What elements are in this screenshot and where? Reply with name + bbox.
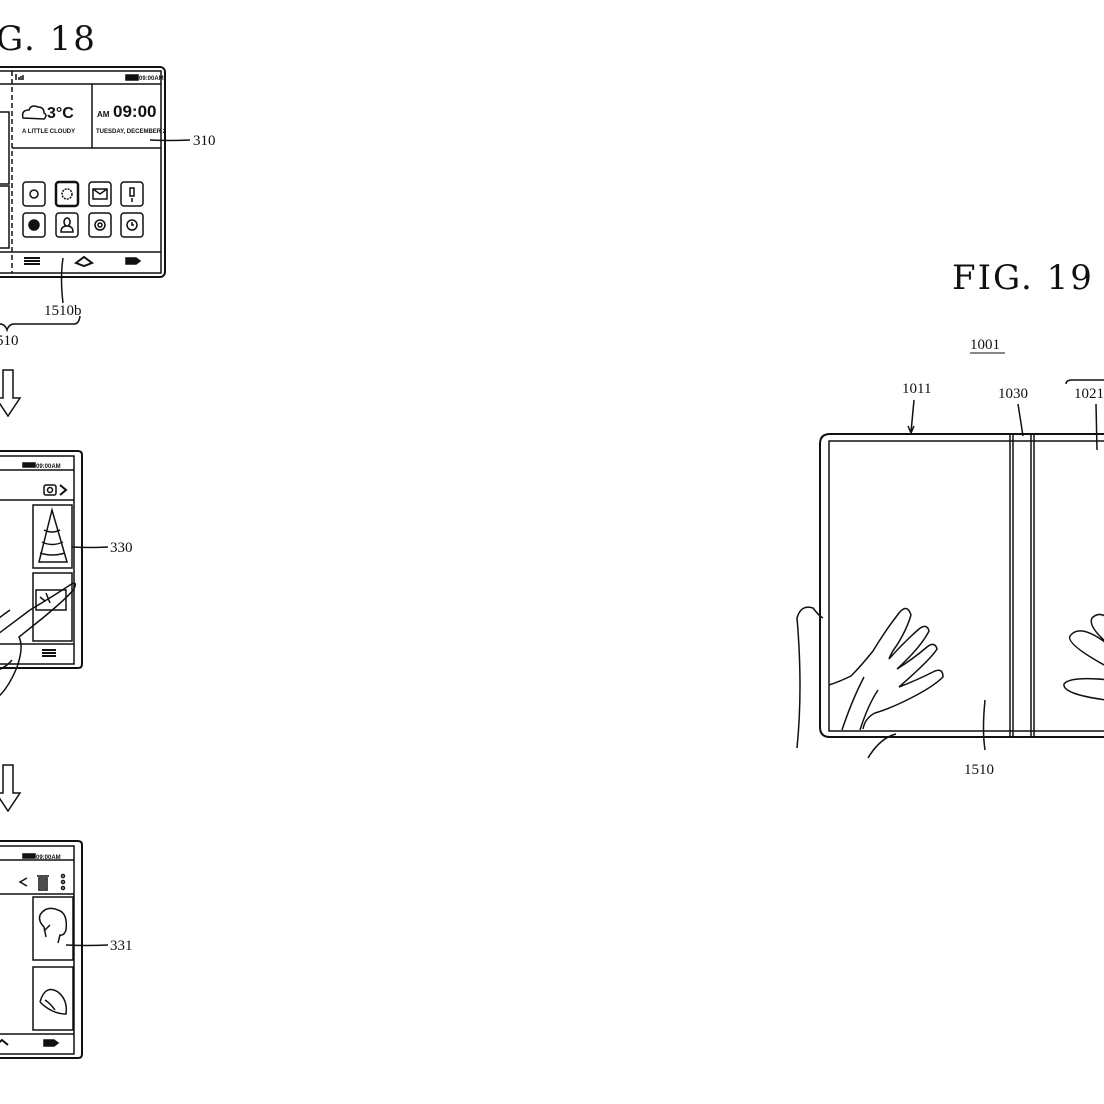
down-arrow-icon <box>0 370 20 416</box>
ref-310: 310 <box>193 133 216 149</box>
chevron-right-icon[interactable] <box>60 485 66 495</box>
back-icon[interactable] <box>126 258 140 264</box>
status-time: 09:00AM <box>36 855 61 861</box>
signal-icon <box>16 74 23 80</box>
status-time: 09:00AM <box>36 464 61 470</box>
app-icons-grid <box>23 182 143 237</box>
flower-icon[interactable] <box>56 182 78 206</box>
clock-icon[interactable] <box>121 213 143 237</box>
fig18-title: G. 18 <box>0 19 97 59</box>
ref-1030: 1030 <box>998 386 1028 402</box>
globe-icon[interactable] <box>23 213 45 237</box>
ref-331: 331 <box>110 938 133 954</box>
microphone-icon[interactable] <box>121 182 143 206</box>
back-icon[interactable] <box>44 1040 58 1046</box>
date-text: TUESDAY, DECEMBER 2 <box>96 129 167 135</box>
menu-icon[interactable] <box>42 650 56 656</box>
clock: 09:00 <box>113 102 156 121</box>
settings-icon[interactable] <box>89 213 111 237</box>
phone-home-screen: 09:00AM 3°C A LITTLE CLOUDY AM 09:00 TUE… <box>0 67 167 277</box>
hand-left <box>829 608 943 730</box>
camera-icon[interactable] <box>23 182 45 206</box>
contact-icon[interactable] <box>56 213 78 237</box>
ref-1510b: 1510b <box>44 303 82 319</box>
ref-330: 330 <box>110 540 133 556</box>
trash-icon[interactable] <box>37 876 49 890</box>
gallery-tile-tree[interactable] <box>33 505 72 568</box>
menu-icon[interactable] <box>24 258 40 264</box>
home-icon[interactable] <box>76 257 92 266</box>
ref-1011: 1011 <box>902 381 931 397</box>
camera-icon[interactable] <box>44 485 56 495</box>
down-arrow-icon <box>0 765 20 811</box>
more-options-icon[interactable] <box>62 875 65 890</box>
foldable-device <box>797 434 1104 758</box>
gallery-tile-shell[interactable] <box>33 967 73 1030</box>
ref-1510-fig19: 1510 <box>964 762 994 778</box>
home-icon[interactable] <box>0 1040 8 1045</box>
mail-icon[interactable] <box>89 182 111 206</box>
ref-1021: 1021 <box>1074 386 1104 402</box>
cloud-icon <box>23 106 46 119</box>
phone-gallery-screen: 09:00AM <box>0 451 82 702</box>
temperature: 3°C <box>47 105 74 122</box>
hand-right <box>1064 614 1104 730</box>
gallery-tile[interactable] <box>33 573 72 641</box>
share-icon[interactable] <box>20 878 27 886</box>
phone-selected-screen: 09:00AM <box>0 841 82 1058</box>
fig19-title: FIG. 19 <box>952 258 1094 298</box>
ref-1510: 510 <box>0 333 19 349</box>
nav-bar <box>24 257 140 266</box>
am-label: AM <box>97 110 110 119</box>
weather-text: A LITTLE CLOUDY <box>22 129 75 135</box>
status-time: 09:00AM <box>139 76 164 82</box>
ref-1001: 1001 <box>970 337 1000 353</box>
holding-hand <box>797 607 896 758</box>
finger-hand <box>0 583 75 702</box>
gallery-tile-pig[interactable] <box>33 897 73 960</box>
